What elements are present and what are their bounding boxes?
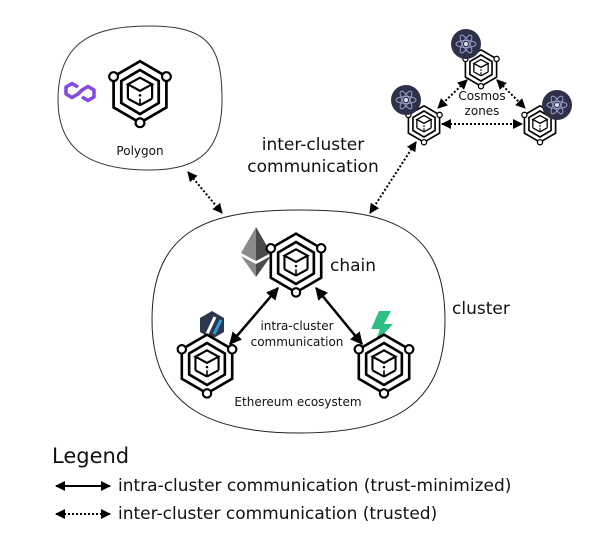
inter-cluster-label-line2: communication: [247, 157, 378, 177]
legend-item-intra: intra-cluster communication (trust-minim…: [52, 472, 511, 500]
cosmos-cluster: Cosmos zones: [390, 28, 573, 146]
ethereum-logo-icon: [241, 227, 271, 277]
legend-item-label: intra-cluster communication (trust-minim…: [118, 476, 512, 496]
legend-item-label: inter-cluster communication (trusted): [118, 504, 438, 524]
ethereum-ecosystem-label: Ethereum ecosystem: [234, 395, 361, 409]
ethereum-cluster: chain intra-cluster communication Ethere…: [151, 209, 446, 434]
arbitrum-logo-icon: [200, 311, 224, 339]
chain-label: chain: [330, 256, 376, 276]
polygon-cluster: Polygon: [57, 25, 223, 171]
intra-cluster-link: [315, 287, 363, 345]
polygon-label: Polygon: [116, 144, 163, 158]
cosmos-atom-icon: [450, 28, 482, 60]
cosmos-link: [496, 79, 526, 109]
legend: Legend intra-cluster communication (trus…: [52, 444, 511, 528]
intra-cluster-label-line1: intra-cluster: [260, 319, 333, 333]
inter-cluster-label-line1: inter-cluster: [262, 135, 364, 155]
legend-title: Legend: [52, 444, 130, 468]
intra-cluster-link: [229, 287, 279, 345]
cosmos-atom-icon: [390, 84, 422, 116]
intra-cluster-label-line2: communication: [251, 335, 344, 349]
cosmos-label-line2: zones: [465, 104, 500, 118]
inter-cluster-link-cosmos: [369, 141, 417, 214]
cluster-label: cluster: [452, 299, 510, 319]
polygon-logo-icon: [64, 81, 96, 103]
dotted-double-arrow-icon: [55, 509, 111, 519]
cosmos-label-line1: Cosmos: [458, 89, 505, 103]
legend-item-inter: inter-cluster communication (trusted): [52, 500, 511, 528]
solid-double-arrow-icon: [55, 481, 111, 491]
cosmos-link: [437, 79, 468, 109]
inter-cluster-link-polygon: [187, 171, 223, 214]
cosmos-atom-icon: [541, 89, 573, 121]
zksync-bolt-icon: [371, 311, 393, 343]
